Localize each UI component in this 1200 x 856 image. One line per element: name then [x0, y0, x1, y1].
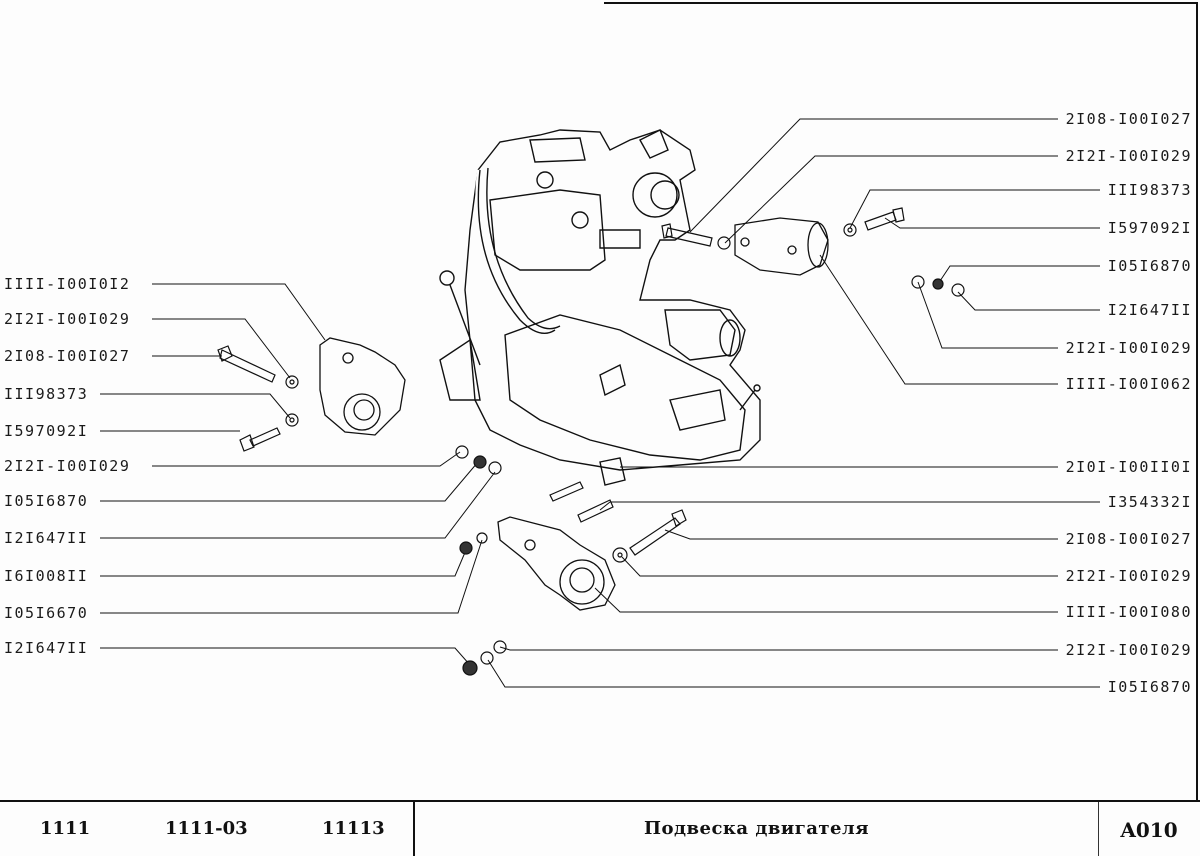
- part-label: IIII-I00I080: [1065, 603, 1192, 621]
- part-label: I597092I: [1107, 219, 1192, 237]
- leader-lines-right: [487, 118, 1100, 688]
- part-label: IIII-I00I062: [1065, 375, 1192, 393]
- upper-right-fasteners: [661, 207, 965, 297]
- part-label: III98373: [1107, 181, 1192, 199]
- frame-right-border: [1196, 2, 1198, 802]
- part-label: I05I6870: [1107, 678, 1192, 696]
- part-label: I2I647II: [1107, 301, 1192, 319]
- left-engine-mount: [319, 337, 406, 436]
- part-label: I6I008II: [4, 567, 89, 585]
- part-label: I05I6870: [1107, 257, 1192, 275]
- part-label: 2I2I-I00I029: [4, 457, 131, 475]
- lower-mount-fasteners: [455, 445, 687, 676]
- part-label: I2I647II: [4, 529, 89, 547]
- left-mount-fasteners: [217, 345, 299, 452]
- part-label: 2I2I-I00I029: [1065, 567, 1192, 585]
- model-code: 11113: [322, 818, 385, 839]
- title-block-divider: [1098, 802, 1099, 856]
- sheet-code: A010: [1120, 818, 1178, 842]
- title-block-divider: [413, 802, 415, 856]
- part-label: I05I6670: [4, 604, 89, 622]
- model-code: 1111: [40, 818, 91, 839]
- part-label: 2I08-I00I027: [1065, 110, 1192, 128]
- part-label: 2I2I-I00I029: [4, 310, 131, 328]
- part-label: 2I2I-I00I029: [1065, 147, 1192, 165]
- upper-right-engine-mount: [734, 217, 829, 276]
- frame-top-border: [604, 2, 1198, 4]
- leader-lines-left: [100, 283, 496, 666]
- title-block: 1111 1111-03 11113 Подвеска двигателя A0…: [0, 800, 1200, 856]
- part-label: 2I2I-I00I029: [1065, 339, 1192, 357]
- part-label: 2I0I-I00II0I: [1065, 458, 1192, 476]
- part-label: I354332I: [1107, 493, 1192, 511]
- part-label: 2I2I-I00I029: [1065, 641, 1192, 659]
- engine-mount-exploded-drawing: [100, 118, 1100, 688]
- part-label: 2I08-I00I027: [1065, 530, 1192, 548]
- diagram-title: Подвеска двигателя: [644, 818, 869, 839]
- part-label: I2I647II: [4, 639, 89, 657]
- part-label: I597092I: [4, 422, 89, 440]
- part-label: III98373: [4, 385, 89, 403]
- part-label: IIII-I00I0I2: [4, 275, 131, 293]
- model-code: 1111-03: [165, 818, 248, 839]
- part-label: 2I08-I00I027: [4, 347, 131, 365]
- part-label: I05I6870: [4, 492, 89, 510]
- lower-engine-mount: [497, 516, 616, 611]
- engine-block: [439, 129, 761, 486]
